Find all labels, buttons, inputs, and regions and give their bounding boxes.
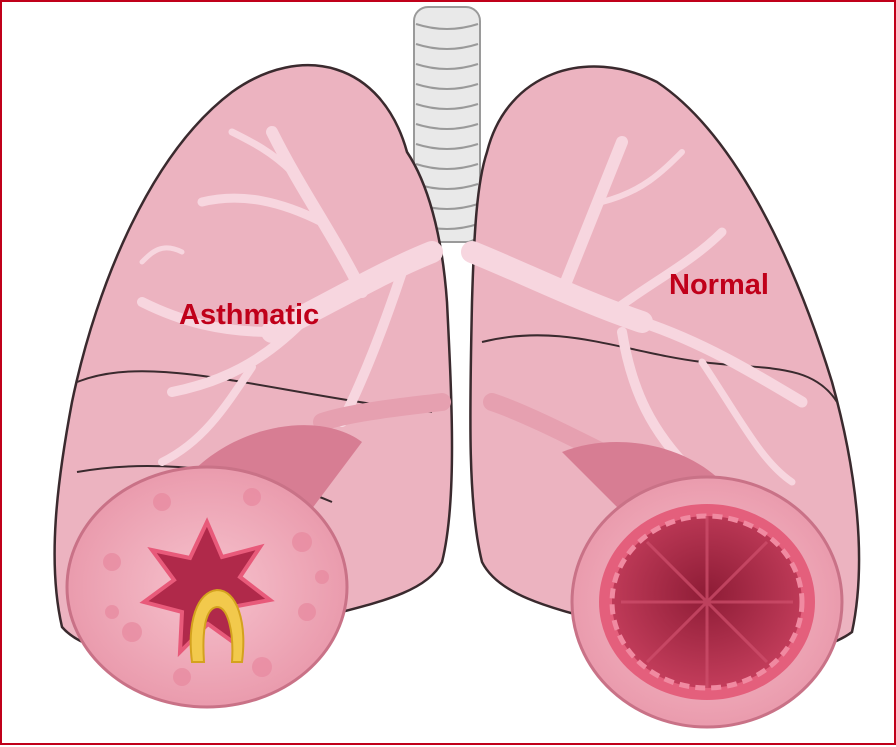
asthmatic-label: Asthmatic bbox=[179, 299, 319, 332]
normal-label: Normal bbox=[669, 269, 769, 302]
